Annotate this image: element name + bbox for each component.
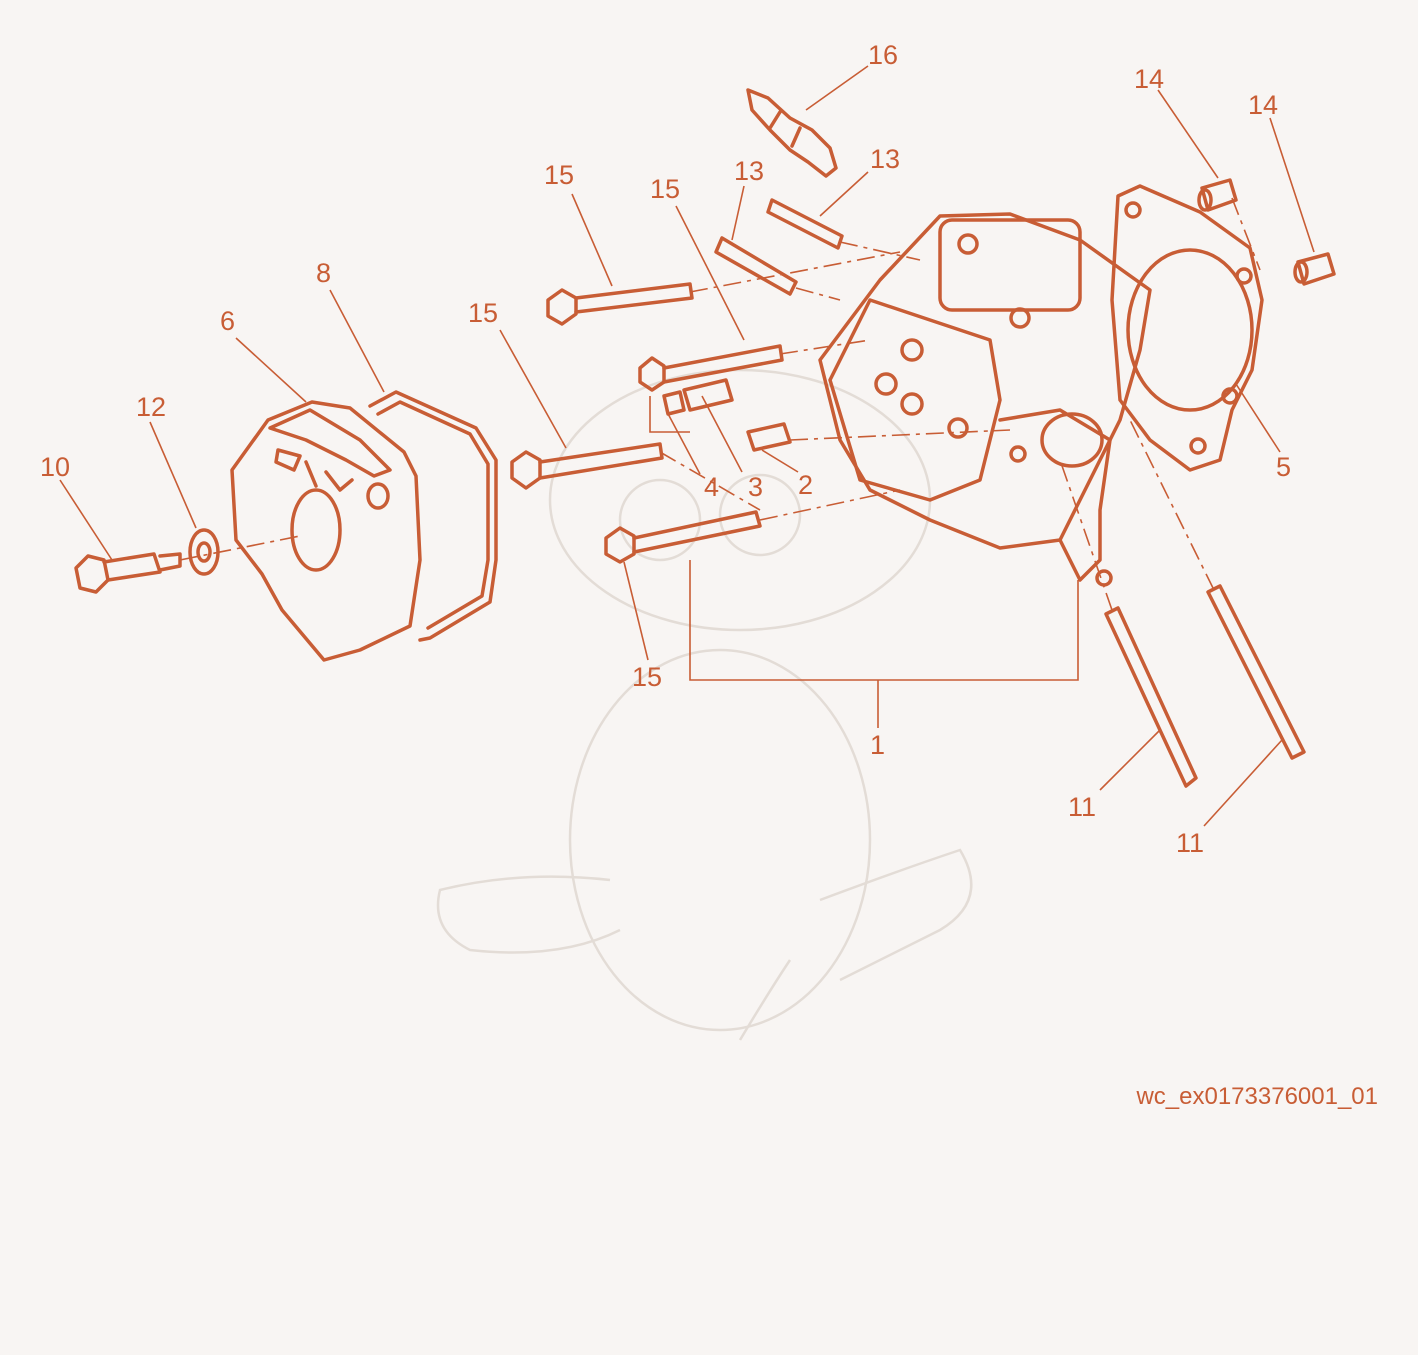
callout-14-left: 14 <box>1134 64 1164 94</box>
dowel-pin-lower <box>1293 252 1336 286</box>
callout-4: 4 <box>704 472 719 502</box>
sleeve-part-4 <box>662 390 686 416</box>
callout-15-top-left: 15 <box>544 160 574 190</box>
bolt-middle-upper <box>638 344 784 392</box>
callout-15-bottom: 15 <box>632 662 662 692</box>
callout-15-middle: 15 <box>468 298 498 328</box>
bolt-lower <box>604 510 762 564</box>
spark-plug <box>746 88 838 178</box>
watermark-dragon <box>436 368 973 1041</box>
bolt-upper <box>546 282 694 326</box>
callout-6: 6 <box>220 306 235 336</box>
push-rod-left <box>1104 606 1198 788</box>
push-rod-right <box>1206 584 1306 760</box>
callout-12: 12 <box>136 392 166 422</box>
callout-14-right: 14 <box>1248 90 1278 120</box>
alignment-lines <box>179 197 1261 611</box>
valve-cover-gasket <box>368 390 498 642</box>
sleeve-part-2 <box>746 422 792 452</box>
callout-11-right: 11 <box>1176 828 1204 858</box>
callout-15-top-right: 15 <box>650 174 680 204</box>
stud-upper-right <box>766 198 844 250</box>
bolt-middle <box>510 442 664 490</box>
callout-3: 3 <box>748 472 763 502</box>
leader-lines <box>59 65 1315 827</box>
cover-bolt <box>74 552 182 594</box>
stud-upper-left <box>714 236 798 296</box>
cylinder-head <box>818 212 1152 587</box>
callout-10: 10 <box>40 452 70 482</box>
assembly-bracket <box>689 560 1079 728</box>
head-gasket <box>1110 184 1264 472</box>
reference-code: wc_ex0173376001_01 <box>1136 1083 1378 1110</box>
callout-1: 1 <box>870 730 885 760</box>
callout-16: 16 <box>868 40 898 70</box>
valve-cover <box>230 400 422 662</box>
callout-5: 5 <box>1276 452 1291 482</box>
callout-2: 2 <box>798 470 813 500</box>
dowel-pin-upper <box>1197 178 1238 212</box>
sleeve-part-3 <box>682 378 734 412</box>
callout-13-right: 13 <box>870 144 900 174</box>
callout-13-left: 13 <box>734 156 764 186</box>
washer <box>188 528 220 576</box>
callout-8: 8 <box>316 258 331 288</box>
callout-11-left: 11 <box>1068 792 1096 822</box>
